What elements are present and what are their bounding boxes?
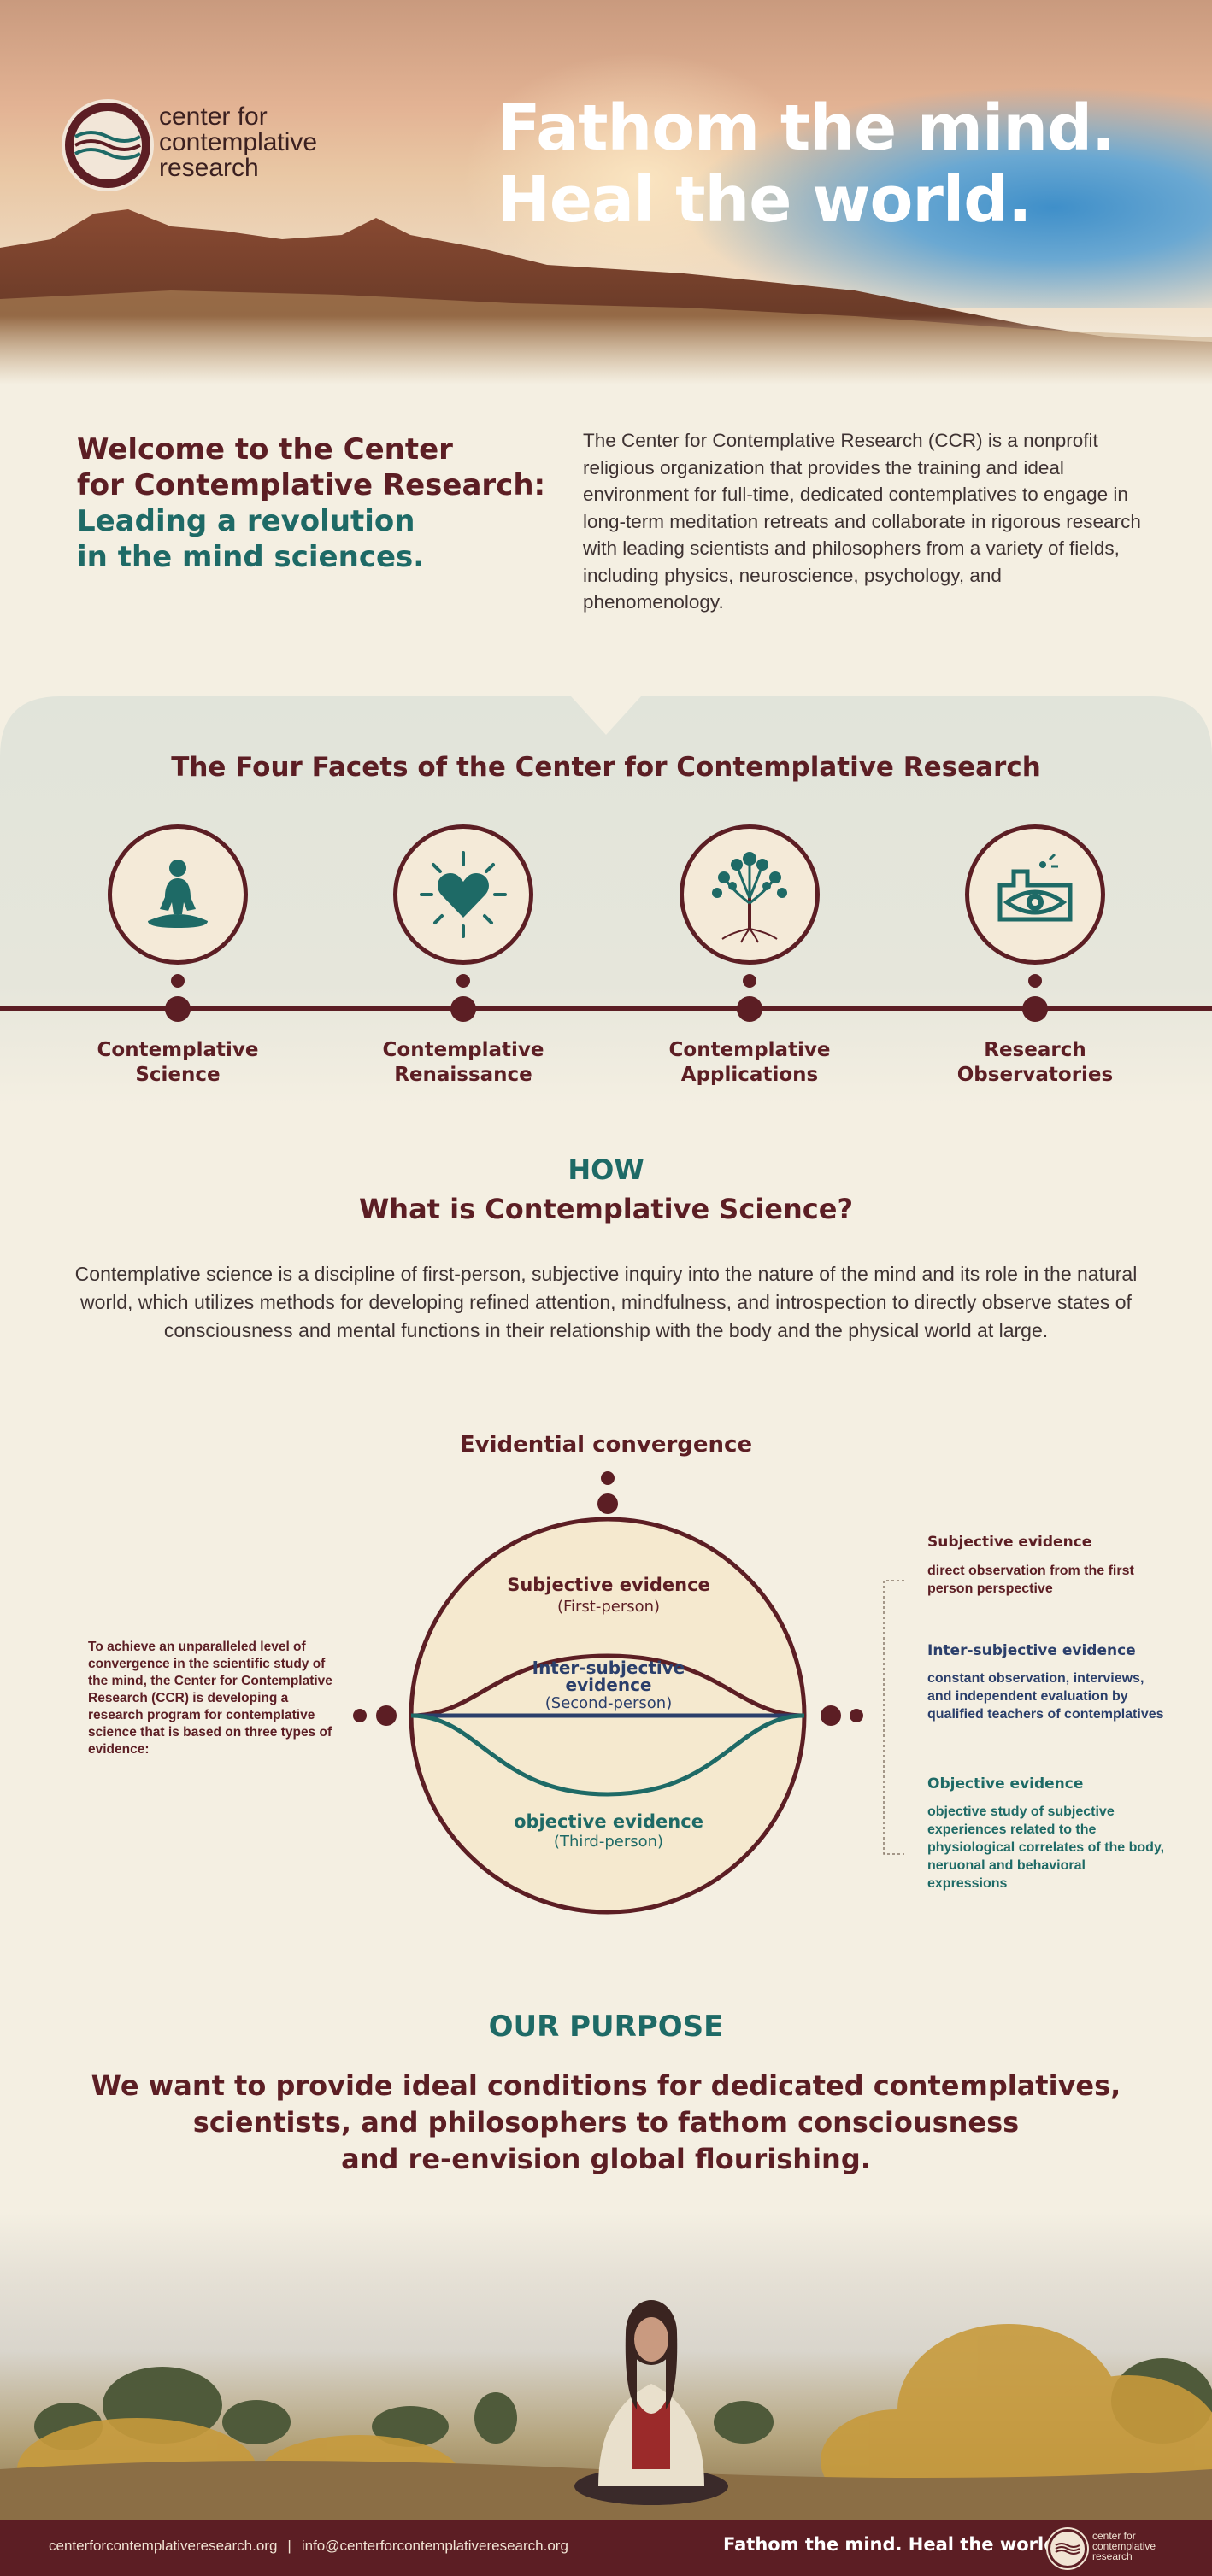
side-intersubjective-body: constant observation, interviews, and in… xyxy=(927,1671,1164,1722)
side-intersubjective-heading: Inter-subjective evidence xyxy=(927,1642,1136,1659)
footer-separator: | xyxy=(287,2538,291,2554)
facet-circle-contemplative-renaissance[interactable] xyxy=(393,824,533,965)
purpose-line-1: We want to provide ideal conditions for … xyxy=(91,2069,1121,2102)
meditation-landscape-image xyxy=(0,2213,1212,2520)
facet-dot-small xyxy=(743,974,756,988)
facet-dot-small xyxy=(171,974,185,988)
facet-dot-large xyxy=(165,996,191,1022)
facet-circle-contemplative-science[interactable] xyxy=(108,824,248,965)
inner-subjective-label: Subjective evidence xyxy=(507,1575,710,1595)
evidential-convergence-title: Evidential convergence xyxy=(459,1432,753,1458)
side-subjective-body: direct observation from the first person… xyxy=(927,1564,1134,1596)
facet-label-line-1: Contemplative xyxy=(97,1039,259,1061)
facet-label-line-2: Science xyxy=(135,1064,221,1086)
tree-icon xyxy=(712,852,787,943)
hero-headline-line-1: Fathom the mind. xyxy=(497,91,1115,165)
facet-label-contemplative-applications[interactable]: Contemplative Applications xyxy=(638,1038,861,1088)
purpose-statement: We want to provide ideal conditions for … xyxy=(85,2068,1127,2178)
diagram-subjective-curve xyxy=(410,1653,805,1718)
radiant-heart-icon xyxy=(420,851,507,938)
how-kicker: HOW xyxy=(568,1153,644,1186)
facet-label-research-observatories[interactable]: Research Observatories xyxy=(924,1038,1146,1088)
diagram-objective-curve xyxy=(410,1713,805,1797)
footer-logo-mark[interactable] xyxy=(1048,2529,1087,2568)
diagram-dot-left-large xyxy=(376,1705,397,1726)
inner-objective-sublabel: (Third-person) xyxy=(553,1833,664,1851)
facet-dot-large xyxy=(737,996,762,1022)
hero-headline: Fathom the mind. Heal the world. xyxy=(497,92,1181,236)
diagram-dot-left-small xyxy=(353,1709,367,1722)
landscape-illustration xyxy=(0,2300,1212,2520)
welcome-body-text: The Center for Contemplative Research (C… xyxy=(583,430,1141,613)
purpose-line-3: and re-envision global flourishing. xyxy=(341,2143,871,2175)
diagram-dot-right-small xyxy=(850,1709,863,1722)
facet-circle-contemplative-applications[interactable] xyxy=(680,824,820,965)
footer-bar xyxy=(0,2520,1212,2576)
facet-dot-large xyxy=(450,996,476,1022)
hero-headline-line-2: Heal the world. xyxy=(497,163,1032,237)
facet-label-line-1: Contemplative xyxy=(668,1039,831,1061)
facet-label-line-2: Observatories xyxy=(956,1064,1114,1086)
facet-circle-research-observatories[interactable] xyxy=(965,824,1105,965)
meditation-icon xyxy=(148,860,208,928)
welcome-heading-line-2: for Contemplative Research: xyxy=(77,468,546,502)
facets-title: The Four Facets of the Center for Contem… xyxy=(171,752,1041,783)
footer-logo-wordmark[interactable]: center for contemplative research xyxy=(1092,2530,1156,2562)
facet-label-line-2: Applications xyxy=(680,1064,819,1086)
meditating-person-figure xyxy=(574,2300,728,2505)
facet-label-contemplative-renaissance[interactable]: Contemplative Renaissance xyxy=(352,1038,574,1088)
facet-dot-small xyxy=(456,974,470,988)
mountain-range-image xyxy=(0,209,1212,384)
side-objective-heading: Objective evidence xyxy=(927,1775,1084,1793)
facets-panel-background xyxy=(0,696,1212,1106)
facet-dot-large xyxy=(1022,996,1048,1022)
diagram-left-note: To achieve an unparalleled level of conv… xyxy=(88,1640,332,1757)
purpose-kicker: OUR PURPOSE xyxy=(488,2010,724,2044)
welcome-heading: Welcome to the Center for Contemplative … xyxy=(77,431,556,575)
facet-dot-small xyxy=(1028,974,1042,988)
welcome-heading-line-3: Leading a revolution xyxy=(77,504,415,538)
hero-sky xyxy=(682,85,1212,308)
diagram-dot-top-large xyxy=(597,1493,618,1514)
footer-tagline: Fathom the mind. Heal the world. xyxy=(723,2534,1064,2555)
footer-email-link[interactable]: info@centerforcontemplativeresearch.org xyxy=(301,2538,568,2554)
footer-logo-waves-icon xyxy=(1055,2543,1080,2555)
side-subjective-heading: Subjective evidence xyxy=(927,1534,1092,1551)
facet-label-line-2: Renaissance xyxy=(394,1064,532,1086)
inner-intersubjective-label: Inter-subjective evidence xyxy=(472,1659,745,1693)
welcome-heading-line-4: in the mind sciences. xyxy=(77,540,425,574)
how-title: What is Contemplative Science? xyxy=(359,1193,853,1225)
hero-banner: center for contemplative research Fathom… xyxy=(0,0,1212,384)
eye-observatory-icon xyxy=(997,853,1073,922)
purpose-line-2: scientists, and philosophers to fathom c… xyxy=(192,2106,1020,2139)
facet-label-line-1: Contemplative xyxy=(382,1039,544,1061)
side-objective-body: objective study of subjective experience… xyxy=(927,1804,1165,1891)
footer-contact-links: centerforcontemplativeresearch.org | info@… xyxy=(49,2538,568,2555)
welcome-heading-line-1: Welcome to the Center xyxy=(77,432,453,466)
logo-mark[interactable] xyxy=(62,99,154,191)
logo-wordmark[interactable]: center for contemplative research xyxy=(159,103,318,182)
facet-label-line-1: Research xyxy=(984,1039,1086,1061)
facet-label-contemplative-science[interactable]: Contemplative Science xyxy=(67,1038,289,1088)
diagram-dot-right-large xyxy=(821,1705,841,1726)
footer-website-link[interactable]: centerforcontemplativeresearch.org xyxy=(49,2538,278,2554)
how-body-text: Contemplative science is a discipline of… xyxy=(74,1263,1138,1341)
inner-intersubjective-line-2: evidence xyxy=(565,1675,652,1695)
inner-intersubjective-line-1: Inter-subjective xyxy=(532,1658,685,1678)
evidential-convergence-diagram xyxy=(353,1471,904,1915)
inner-intersubjective-sublabel: (Second-person) xyxy=(544,1694,673,1712)
facets-timeline-line xyxy=(0,1006,1212,1011)
inner-objective-label: objective evidence xyxy=(514,1811,703,1832)
diagram-dot-top-small xyxy=(601,1471,615,1485)
inner-subjective-sublabel: (First-person) xyxy=(556,1598,661,1616)
diagram-side-bracket xyxy=(883,1580,904,1855)
logo-waves-icon xyxy=(74,111,142,179)
